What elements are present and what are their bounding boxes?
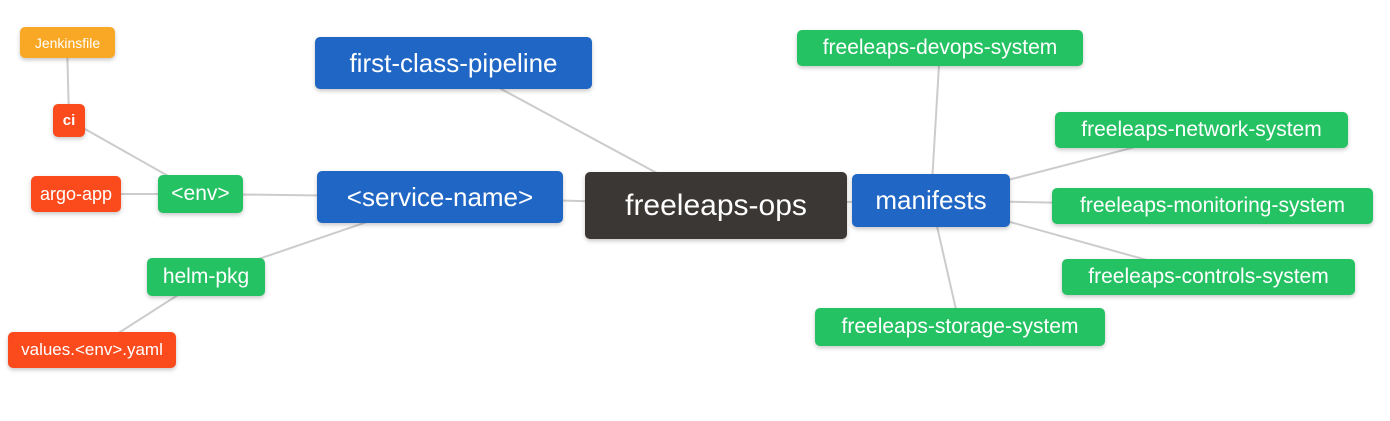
node-freeleaps-controls-system[interactable]: freeleaps-controls-system xyxy=(1062,259,1355,295)
node-values-env-yaml[interactable]: values.<env>.yaml xyxy=(8,332,176,368)
node-freeleaps-storage-system[interactable]: freeleaps-storage-system xyxy=(815,308,1105,346)
node-freeleaps-ops[interactable]: freeleaps-ops xyxy=(585,172,847,239)
node-env[interactable]: <env> xyxy=(158,175,243,213)
node-helm-pkg[interactable]: helm-pkg xyxy=(147,258,265,296)
node-freeleaps-network-system[interactable]: freeleaps-network-system xyxy=(1055,112,1348,148)
node-freeleaps-devops-system[interactable]: freeleaps-devops-system xyxy=(797,30,1083,66)
node-first-class-pipeline[interactable]: first-class-pipeline xyxy=(315,37,592,89)
node-ci[interactable]: ci xyxy=(53,104,85,137)
node-freeleaps-monitoring-system[interactable]: freeleaps-monitoring-system xyxy=(1052,188,1373,224)
node-jenkinsfile[interactable]: Jenkinsfile xyxy=(20,27,115,58)
node-manifests[interactable]: manifests xyxy=(852,174,1010,227)
node-service-name[interactable]: <service-name> xyxy=(317,171,563,223)
node-argo-app[interactable]: argo-app xyxy=(31,176,121,212)
